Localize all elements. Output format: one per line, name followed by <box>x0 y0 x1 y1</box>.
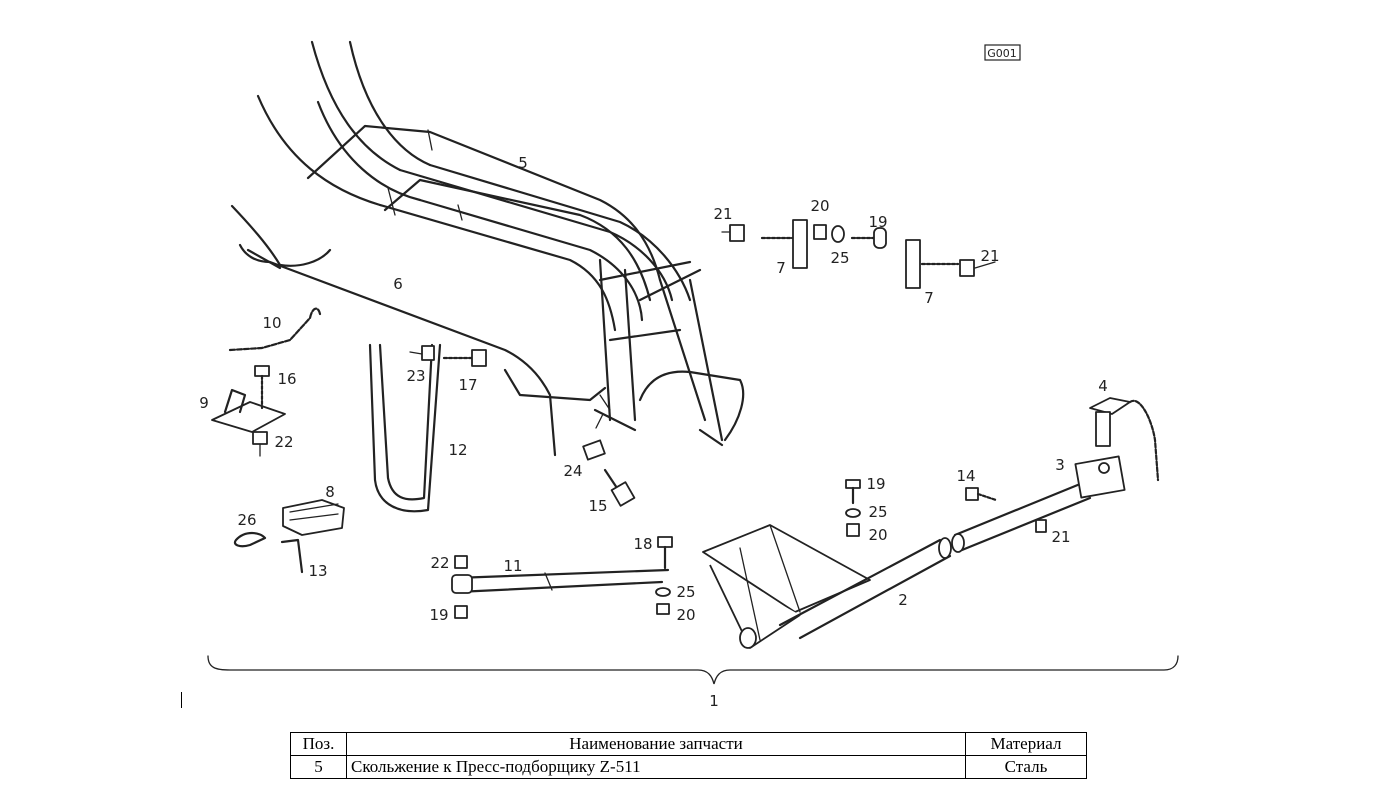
cell-position: 5 <box>290 755 347 779</box>
table-row: 5 Скольжение к Пресс-подборщику Z-511 Ст… <box>290 755 1087 779</box>
part-18-bolt <box>657 536 673 570</box>
callout-4: 4 <box>1098 377 1108 395</box>
callout-17: 17 <box>458 376 477 394</box>
part-8-clip <box>282 499 345 536</box>
part-14-bolt <box>965 487 998 502</box>
part-20-nut-lower <box>656 603 670 615</box>
diagram-code: G001 <box>987 47 1017 60</box>
callout-labels: 5 6 10 16 9 22 23 17 12 24 15 8 26 13 22… <box>199 154 1108 710</box>
part-16-bolt <box>254 365 270 410</box>
part-24-nut <box>582 439 606 461</box>
callout-1: 1 <box>709 692 719 710</box>
part-9-bracket <box>211 388 286 433</box>
callout-26: 26 <box>237 511 256 529</box>
part-21-nut-tube <box>1035 519 1047 533</box>
part-25-washer-top <box>831 225 845 243</box>
callout-9: 9 <box>199 394 209 412</box>
callout-21-right: 21 <box>980 247 999 265</box>
callout-10: 10 <box>262 314 281 332</box>
callout-12: 12 <box>448 441 467 459</box>
callout-3: 3 <box>1055 456 1065 474</box>
callout-19-top: 19 <box>868 213 887 231</box>
callout-20-top: 20 <box>810 197 829 215</box>
part-4-pin <box>1089 397 1160 482</box>
part-2-hopper <box>702 524 952 649</box>
callout-20-lower: 20 <box>676 606 695 624</box>
callout-8: 8 <box>325 483 335 501</box>
callout-22-upper: 22 <box>274 433 293 451</box>
part-26-pin <box>233 531 267 548</box>
diagram-code-box: G001 <box>984 44 1021 61</box>
callout-16: 16 <box>277 370 296 388</box>
callout-22-lower: 22 <box>430 554 449 572</box>
exploded-parts-diagram: G001 <box>199 40 1179 710</box>
part-19-bolt-middle <box>845 479 861 505</box>
callout-20-middle: 20 <box>868 526 887 544</box>
callout-2: 2 <box>898 591 908 609</box>
part-22-nut-upper <box>252 431 268 457</box>
part-7-plate-right <box>905 239 960 289</box>
header-position: Поз. <box>290 732 347 756</box>
part-25-washer-middle <box>845 508 861 518</box>
header-material: Материал <box>965 732 1087 756</box>
header-part-name: Наименование запчасти <box>346 732 966 756</box>
callout-15: 15 <box>588 497 607 515</box>
part-17-bolt <box>442 349 487 367</box>
parts-table: Поз. Наименование запчасти Материал 5 Ск… <box>290 732 1087 779</box>
part-5-slide-frame <box>256 40 745 447</box>
callout-5: 5 <box>518 154 528 172</box>
part-19-bolt-lower <box>454 605 468 619</box>
table-header-row: Поз. Наименование запчасти Материал <box>290 732 1087 756</box>
callout-18: 18 <box>633 535 652 553</box>
part-20-nut-middle <box>846 523 860 537</box>
callout-14: 14 <box>956 467 975 485</box>
callout-11: 11 <box>503 557 522 575</box>
part-10-chain <box>228 307 322 352</box>
part-11-bar <box>451 568 670 594</box>
callout-25-middle: 25 <box>868 503 887 521</box>
callout-25-lower: 25 <box>676 583 695 601</box>
callout-6: 6 <box>393 275 403 293</box>
callout-19-middle: 19 <box>866 475 885 493</box>
part-13-key <box>280 538 304 574</box>
callout-7-right: 7 <box>924 289 934 307</box>
callout-13: 13 <box>308 562 327 580</box>
part-20-nut-top <box>813 224 827 240</box>
cell-part-name: Скольжение к Пресс-подборщику Z-511 <box>346 755 966 779</box>
part-21-nut-left <box>721 224 745 242</box>
callout-23: 23 <box>406 367 425 385</box>
part-6-runner-rod <box>230 204 611 457</box>
part-25-washer-lower <box>655 587 671 597</box>
callout-24: 24 <box>563 462 582 480</box>
part-19-bolt-top <box>850 227 887 249</box>
part-21-nut-right <box>959 259 996 277</box>
callout-19-lower: 19 <box>429 606 448 624</box>
callout-21-left: 21 <box>713 205 732 223</box>
part-23-nut <box>409 345 435 361</box>
text-cursor <box>181 692 182 708</box>
callout-21-tube: 21 <box>1051 528 1070 546</box>
part-22-nut-lower <box>454 555 468 569</box>
assembly-brace <box>207 655 1179 685</box>
part-7-plate-left <box>760 219 808 269</box>
callout-25-top: 25 <box>830 249 849 267</box>
callout-7-left: 7 <box>776 259 786 277</box>
cell-material: Сталь <box>965 755 1087 779</box>
part-3-tube <box>951 455 1126 553</box>
part-12-u-loop <box>368 343 442 513</box>
part-15-bolt <box>603 468 636 507</box>
